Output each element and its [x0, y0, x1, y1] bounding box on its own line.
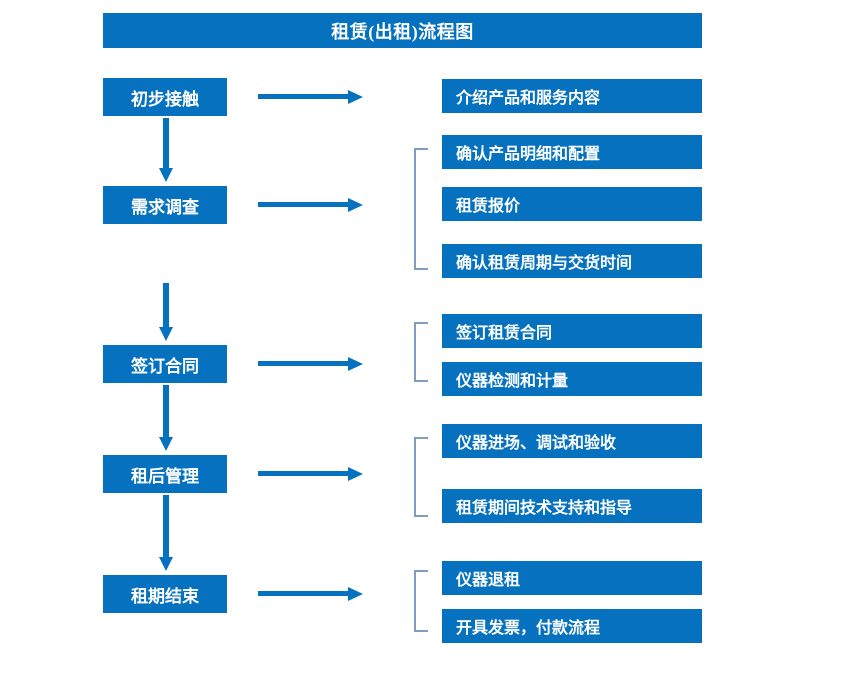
stage-label: 租期结束 [131, 586, 199, 606]
flowchart-title: 租赁(出租)流程图 [331, 21, 474, 42]
stage-label: 租后管理 [131, 466, 199, 486]
stage-box-lease-end[interactable]: 租期结束 [103, 575, 227, 613]
detail-box-confirm-spec[interactable]: 确认产品明细和配置 [442, 135, 702, 169]
right-arrow-icon-3 [258, 356, 364, 372]
detail-label: 租赁报价 [456, 198, 521, 215]
detail-label: 确认租赁周期与交货时间 [456, 255, 633, 272]
stage-label: 初步接触 [131, 89, 199, 109]
right-arrow-icon-4 [258, 466, 364, 482]
detail-box-onsite-commission[interactable]: 仪器进场、调试和验收 [442, 424, 702, 458]
down-arrow-icon-4 [155, 495, 177, 573]
detail-label: 开具发票，付款流程 [456, 620, 601, 637]
group-bracket-needs-survey [414, 148, 428, 270]
right-arrow-icon-2 [258, 197, 364, 213]
stage-box-initial-contact[interactable]: 初步接触 [103, 78, 227, 116]
detail-box-inspect-measure[interactable]: 仪器检测和计量 [442, 362, 702, 396]
down-arrow-icon-1 [155, 118, 177, 184]
detail-label: 仪器检测和计量 [456, 373, 569, 390]
detail-box-introduce-products[interactable]: 介绍产品和服务内容 [442, 79, 702, 113]
detail-label: 确认产品明细和配置 [456, 146, 601, 163]
stage-box-needs-survey[interactable]: 需求调查 [103, 186, 227, 224]
detail-label: 介绍产品和服务内容 [456, 90, 601, 107]
detail-label: 仪器退租 [456, 572, 521, 589]
group-bracket-lease-end [414, 570, 428, 632]
stage-label: 签订合同 [131, 356, 199, 376]
group-bracket-sign-contract [414, 322, 428, 382]
down-arrow-icon-3 [155, 385, 177, 453]
detail-box-sign-lease[interactable]: 签订租赁合同 [442, 314, 702, 348]
flowchart-title-bar: 租赁(出租)流程图 [103, 13, 702, 48]
group-bracket-post-rent-mgmt [414, 437, 428, 517]
detail-label: 签订租赁合同 [456, 325, 553, 342]
detail-box-confirm-period[interactable]: 确认租赁周期与交货时间 [442, 244, 702, 278]
detail-label: 仪器进场、调试和验收 [456, 435, 617, 452]
detail-label: 租赁期间技术支持和指导 [456, 500, 633, 517]
down-arrow-icon-2 [155, 283, 177, 343]
detail-box-return-device[interactable]: 仪器退租 [442, 561, 702, 595]
stage-box-post-rent-mgmt[interactable]: 租后管理 [103, 455, 227, 493]
stage-box-sign-contract[interactable]: 签订合同 [103, 345, 227, 383]
right-arrow-icon-5 [258, 586, 364, 602]
detail-box-invoice-payment[interactable]: 开具发票，付款流程 [442, 609, 702, 643]
right-arrow-icon-1 [258, 89, 364, 105]
detail-box-tech-support[interactable]: 租赁期间技术支持和指导 [442, 489, 702, 523]
detail-box-rental-quote[interactable]: 租赁报价 [442, 187, 702, 221]
stage-label: 需求调查 [131, 197, 199, 217]
